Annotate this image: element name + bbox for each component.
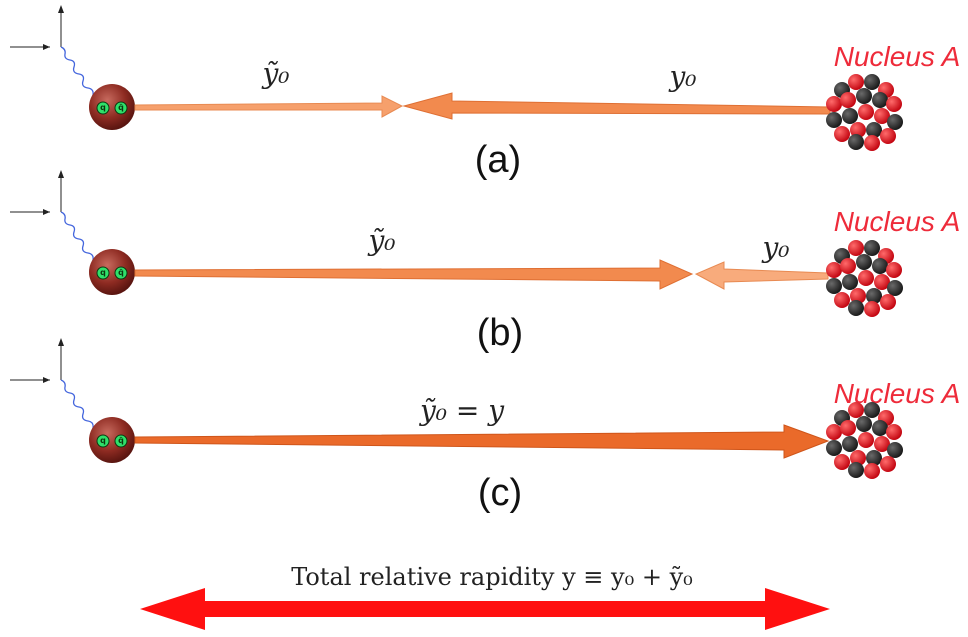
dipole-b: q q̄ [9,169,136,296]
dipole-a: q q̄ [9,4,136,131]
y0-label-a: y₀ [667,60,696,93]
tilde-y0-label-a: ỹ₀ [260,57,289,90]
panel-c: q q̄ ỹ₀ = y Nucleus A (c) [9,337,960,514]
y0-label-b: y₀ [760,231,789,264]
total-double-arrow [140,588,830,630]
antiquark-label: q̄ [118,268,124,277]
quark-label: q [100,268,106,277]
antiquark-label: q̄ [118,436,124,445]
quark-label: q [100,436,106,445]
panel-a: q q̄ ỹ₀ y₀ Nucleus A (a) [9,4,961,181]
panel-label-c: (c) [478,472,522,514]
nucleus-c [826,402,903,479]
nucleus-label-a: Nucleus A [834,41,961,72]
tilde-y0-label-b: ỹ₀ [366,224,395,257]
antiquark-label: q̄ [118,103,124,112]
nucleus-a [826,74,903,151]
quark-label: q [100,103,106,112]
left-arrow-c [134,424,830,459]
right-arrow-b [694,261,829,290]
nucleus-label-b: Nucleus A [834,206,961,237]
total-rapidity-caption: Total relative rapidity y ≡ y₀ + ỹ₀ [291,563,693,591]
panel-b: q q̄ ỹ₀ y₀ Nucleus A (b) [9,169,961,354]
panel-label-a: (a) [475,139,521,181]
nucleus-b [826,240,903,317]
right-arrow-a [402,92,831,120]
tilde-y0-equals-y-label: ỹ₀ = y [418,394,505,427]
dipole-c: q q̄ [9,337,136,464]
panel-label-b: (b) [477,312,523,354]
total-rapidity: Total relative rapidity y ≡ y₀ + ỹ₀ [140,563,830,630]
left-arrow-b [134,259,694,290]
left-arrow-a [134,95,404,118]
